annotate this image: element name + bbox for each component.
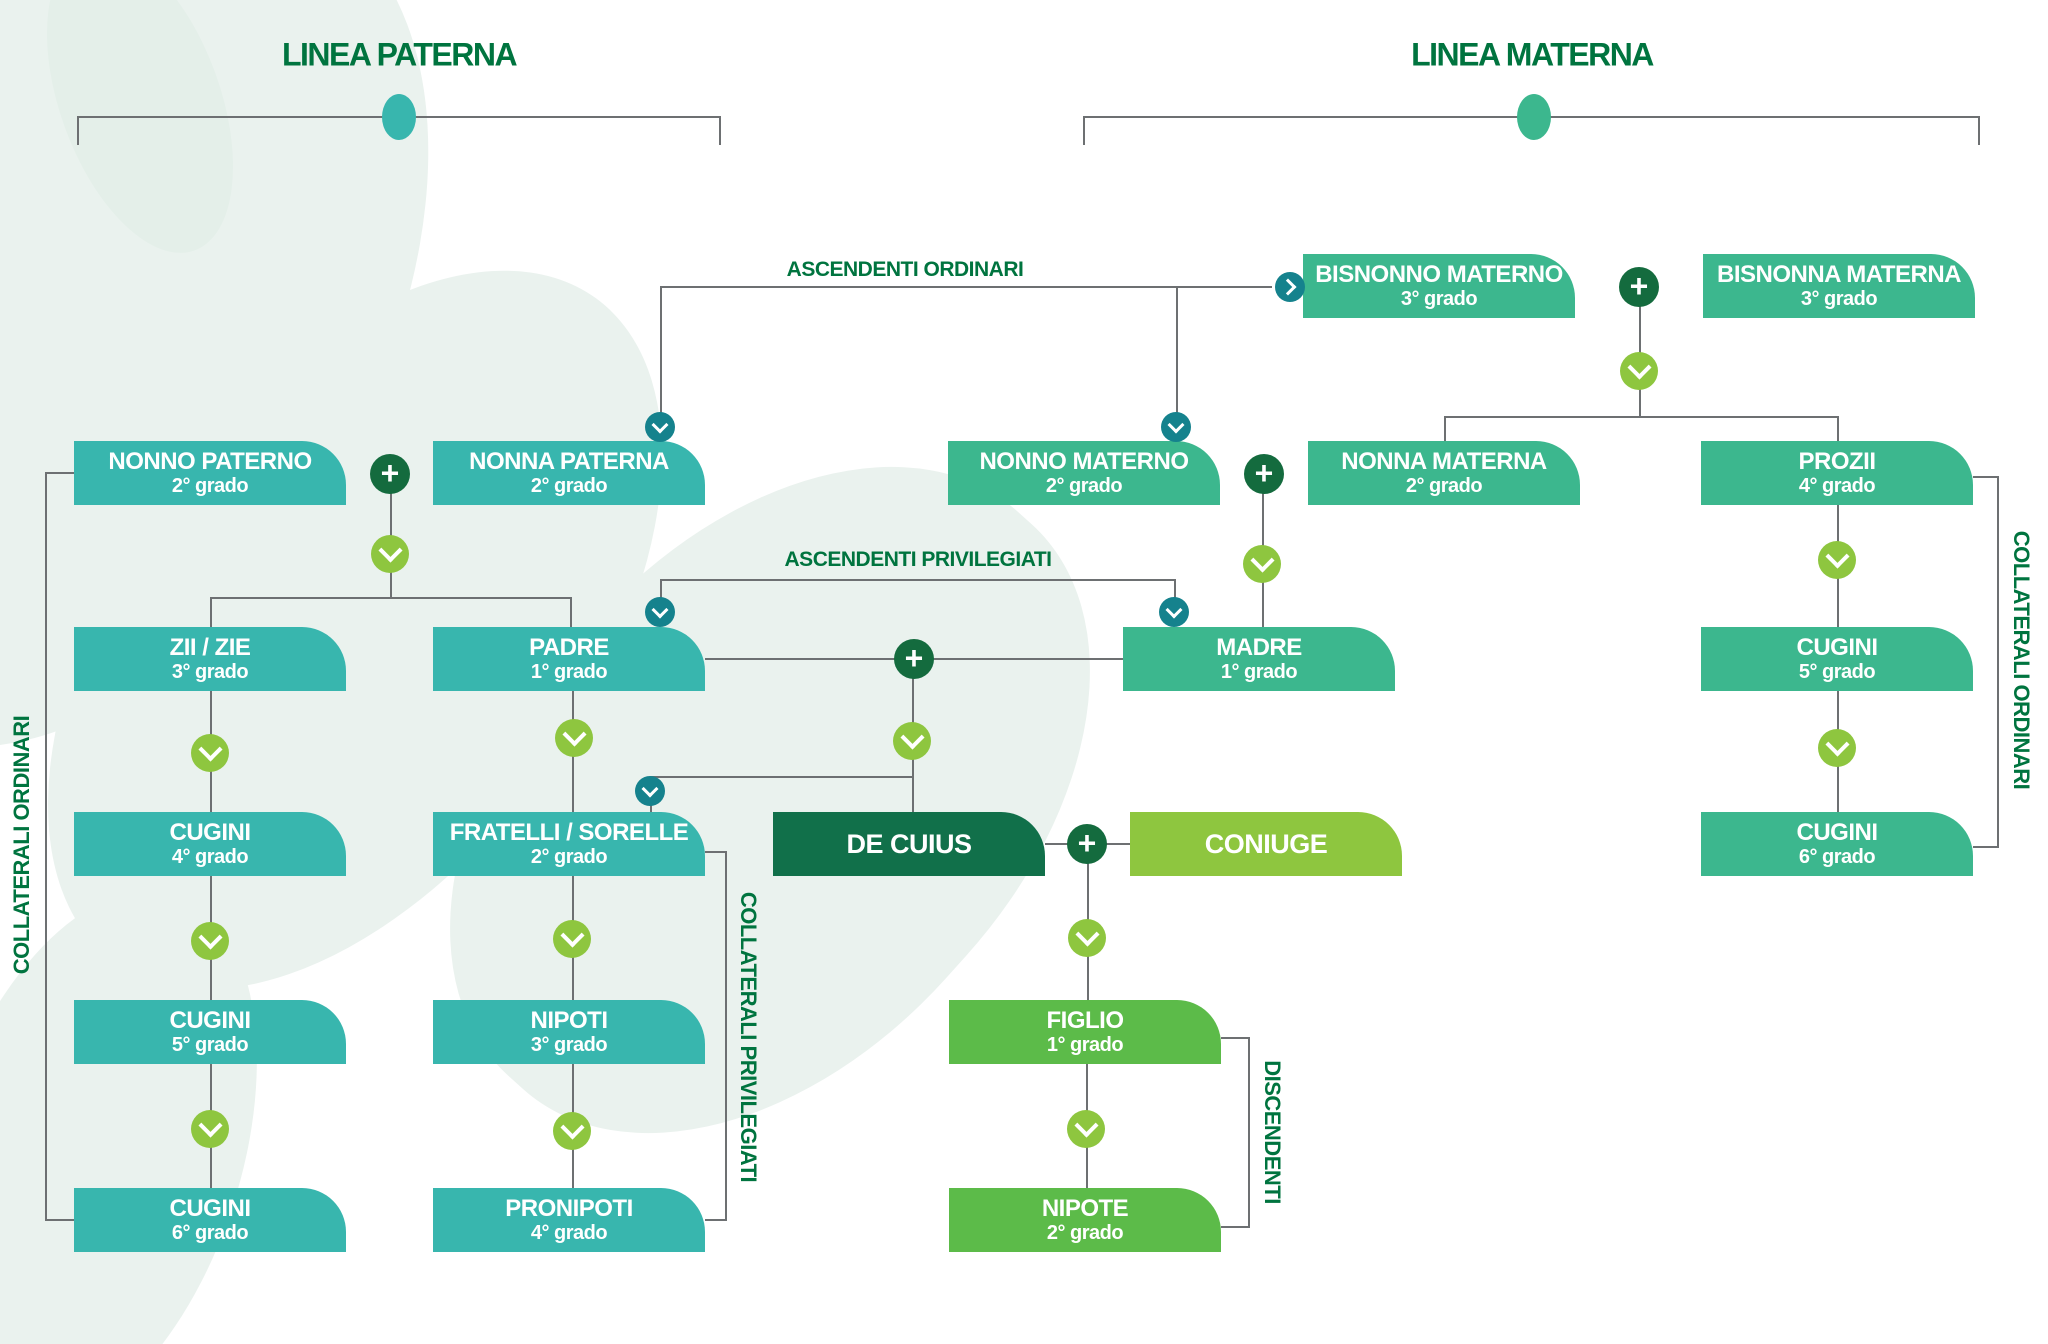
chevron-down-icon (553, 920, 591, 958)
union-plus-icon: + (894, 639, 934, 679)
bracket-line (725, 851, 727, 1221)
ascendenti-privilegiati-line (660, 579, 1176, 581)
node-nipote: NIPOTE 2° grado (949, 1188, 1221, 1252)
union-plus-icon: + (370, 454, 410, 494)
node-nonno-paterno: NONNO PATERNO 2° grado (74, 441, 346, 505)
bracket-stub (45, 472, 74, 474)
collaterali-privilegiati-label: COLLATERALI PRIVILEGIATI (736, 891, 761, 1183)
paterna-bracket-tick (719, 116, 721, 145)
bracket-stub (1973, 846, 1997, 848)
bracket-line (1248, 1037, 1250, 1228)
node-padre: PADRE 1° grado (433, 627, 705, 691)
union-plus-icon: + (1244, 454, 1284, 494)
connector-line (1176, 286, 1178, 441)
connector-line (1837, 416, 1839, 441)
bracket-line (45, 472, 47, 1221)
connector-line (1444, 416, 1839, 418)
ascendenti-ordinari-line (660, 286, 1272, 288)
node-figlio: FIGLIO 1° grado (949, 1000, 1221, 1064)
paterna-node-dot (382, 94, 416, 140)
chevron-down-icon (1067, 1110, 1105, 1148)
connector-line (1639, 286, 1641, 416)
collaterali-ordinari-right-label: COLLATERALI ORDINARI (2009, 530, 2034, 790)
node-cugini-6-sx: CUGINI 6° grado (74, 1188, 346, 1252)
node-cugini-6-dx: CUGINI 6° grado (1701, 812, 1973, 876)
ascendenti-ordinari-label: ASCENDENTI ORDINARI (786, 258, 1024, 281)
connector-line (570, 597, 572, 627)
node-nipoti: NIPOTI 3° grado (433, 1000, 705, 1064)
chevron-down-icon (1818, 729, 1856, 767)
node-bisnonno-materno: BISNONNO MATERNO 3° grado (1303, 254, 1575, 318)
chevron-down-icon (645, 412, 675, 442)
node-madre: MADRE 1° grado (1123, 627, 1395, 691)
collaterali-ordinari-left-label: COLLATERALI ORDINARI (9, 715, 34, 975)
chevron-right-icon (1275, 272, 1305, 302)
connector-line (210, 597, 212, 627)
bracket-stub (1221, 1037, 1248, 1039)
chevron-down-icon (371, 535, 409, 573)
linea-materna-title: LINEA MATERNA (1411, 36, 1654, 73)
bracket-stub (1973, 476, 1997, 478)
chevron-down-icon (893, 722, 931, 760)
node-fratelli-sorelle: FRATELLI / SORELLE 2° grado (433, 812, 705, 876)
discendenti-label: DISCENDENTI (1260, 1060, 1285, 1204)
paterna-bracket-tick (77, 116, 79, 145)
chevron-down-icon (1620, 352, 1658, 390)
node-bisnonna-materna: BISNONNA MATERNA 3° grado (1703, 254, 1975, 318)
union-plus-icon: + (1619, 267, 1659, 307)
connector-line (210, 597, 572, 599)
materna-bracket-tick (1978, 116, 1980, 145)
chevron-down-icon (645, 597, 675, 627)
materna-bracket-tick (1083, 116, 1085, 145)
node-zii-zie: ZII / ZIE 3° grado (74, 627, 346, 691)
chevron-down-icon (555, 719, 593, 757)
node-nonna-materna: NONNA MATERNA 2° grado (1308, 441, 1580, 505)
bracket-stub (45, 1219, 74, 1221)
chevron-down-icon (1161, 412, 1191, 442)
chevron-down-icon (1068, 919, 1106, 957)
chevron-down-icon (1159, 597, 1189, 627)
bracket-line (1997, 476, 1999, 848)
bracket-stub (705, 1219, 725, 1221)
connector-line (650, 776, 912, 778)
bracket-stub (1221, 1226, 1248, 1228)
chevron-down-icon (1243, 545, 1281, 583)
node-pronipoti: PRONIPOTI 4° grado (433, 1188, 705, 1252)
node-cugini-5-sx: CUGINI 5° grado (74, 1000, 346, 1064)
connector-line (660, 286, 662, 416)
chevron-down-icon (1818, 541, 1856, 579)
node-cugini-4-sx: CUGINI 4° grado (74, 812, 346, 876)
chevron-down-icon (191, 922, 229, 960)
node-cugini-5-dx: CUGINI 5° grado (1701, 627, 1973, 691)
materna-node-dot (1517, 94, 1551, 140)
connector-line (1444, 416, 1446, 441)
node-de-cuius: DE CUIUS (773, 812, 1045, 876)
chevron-down-icon (191, 1110, 229, 1148)
node-nonno-materno: NONNO MATERNO 2° grado (948, 441, 1220, 505)
node-coniuge: CONIUGE (1130, 812, 1402, 876)
ascendenti-privilegiati-label: ASCENDENTI PRIVILEGIATI (784, 548, 1052, 571)
node-nonna-paterna: NONNA PATERNA 2° grado (433, 441, 705, 505)
chevron-down-icon (191, 734, 229, 772)
bracket-stub (705, 851, 725, 853)
union-plus-icon: + (1067, 824, 1107, 864)
node-prozii: PROZII 4° grado (1701, 441, 1973, 505)
linea-paterna-title: LINEA PATERNA (281, 36, 518, 73)
chevron-down-icon (635, 776, 665, 806)
chevron-down-icon (553, 1112, 591, 1150)
